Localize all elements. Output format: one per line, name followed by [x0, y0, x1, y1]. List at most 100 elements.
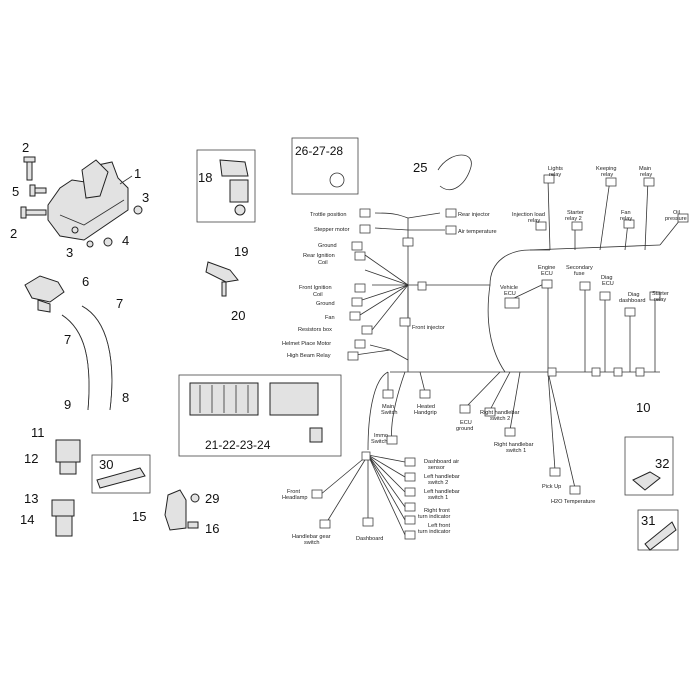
connector-label-c_pickup: Pick Up — [542, 484, 561, 490]
connector-label-c_frontcoil2: Coil — [313, 292, 323, 298]
hose-outline — [61, 314, 90, 411]
part-number-p9: 9 — [64, 397, 71, 412]
connector-label-c_lights2: relay — [549, 172, 561, 178]
connector-label-c_dashair2: sensor — [428, 465, 445, 471]
part-number-p16: 16 — [205, 521, 219, 536]
connector-label-c_h2o: H2O Temperature — [551, 499, 595, 505]
part-26-28-box — [291, 137, 359, 195]
connector-label-c_fhead1: Front — [287, 489, 301, 495]
connector-label-c_frontinj: Front injector — [412, 325, 445, 331]
connector-label-c_stepper: Stepper motor — [314, 227, 350, 233]
connector-label-c_ground2: Ground — [316, 301, 335, 307]
hose-outline — [81, 305, 113, 411]
connector-part — [24, 275, 65, 313]
part-number-p7b: 7 — [64, 332, 71, 347]
fuse-part — [309, 427, 323, 443]
connector-label-c_airtemp: Air temperature — [458, 229, 497, 235]
cable-tie-part — [437, 154, 472, 191]
part-number-p10: 10 — [636, 400, 650, 415]
connector-label-c_lhs1a: Left handlebar — [424, 489, 460, 495]
connector-label-c_lights1: Lights — [548, 166, 563, 172]
part-number-p31: 31 — [641, 513, 655, 528]
part-number-p18: 18 — [198, 170, 212, 185]
connector-label-c_starter2b: relay 2 — [565, 216, 582, 222]
connector-label-c_main1: Main — [639, 166, 651, 172]
relay-part — [55, 439, 81, 475]
connector-label-c_starter1a: Starter — [652, 291, 669, 297]
connector-label-c_rearinj: Rear injector — [458, 212, 490, 218]
connector-label-c_vecu1: Vehicle — [500, 285, 518, 291]
strap-part — [644, 521, 677, 551]
connector-label-c_fanrelay1: Fan — [621, 210, 631, 216]
connector-label-c_heated2: Handgrip — [414, 410, 437, 416]
part-number-p3b: 3 — [66, 245, 73, 260]
connector-label-c_keeping2: relay — [601, 172, 613, 178]
part-number-p29: 29 — [205, 491, 219, 506]
fuse-holder-part — [269, 382, 319, 416]
sensor-part — [219, 159, 249, 216]
part-number-p20: 20 — [231, 308, 245, 323]
connector-label-c_dashboard: Dashboard — [356, 536, 383, 542]
connector-label-c_immo1: Immo — [374, 433, 388, 439]
part-number-p6: 6 — [82, 274, 89, 289]
part-number-p2124: 21-22-23-24 — [205, 438, 271, 452]
connector-label-c_dashair1: Dashboard air — [424, 459, 459, 465]
sensor-part — [632, 471, 661, 491]
connector-label-c_lturn2: turn indicator — [418, 529, 450, 535]
connector-label-c_secfuse2: fuse — [574, 271, 585, 277]
mount-bracket-part — [47, 159, 129, 241]
connector-label-c_mainsw1: Main — [382, 404, 394, 410]
fuse-block-slots — [199, 385, 249, 413]
connector-label-c_starter2a: Starter — [567, 210, 584, 216]
connector-label-c_diagdash2: dashboard — [619, 298, 645, 304]
nut-part — [190, 493, 200, 503]
part-number-p5: 5 — [12, 184, 19, 199]
connector-label-c_lhs2b: switch 2 — [428, 480, 448, 486]
connector-label-c_fanrelay2: relay — [620, 216, 632, 222]
connector-label-c_rearcoil1: Rear Ignition — [303, 253, 335, 259]
part-number-p11: 11 — [31, 425, 45, 440]
part-number-p25: 25 — [413, 160, 427, 175]
connector-label-c_diagecu1: Diag — [601, 275, 613, 281]
part-number-p12: 12 — [24, 451, 38, 466]
washer-part — [86, 240, 94, 248]
connector-label-c_ecugnd2: ground — [456, 426, 473, 432]
connector-label-c_starter1b: relay — [654, 297, 666, 303]
connector-label-c_rhs1b: switch 1 — [506, 448, 526, 454]
part-number-p2a: 2 — [22, 140, 29, 155]
connector-label-c_lhs1b: switch 1 — [428, 495, 448, 501]
connector-label-c_ground1: Ground — [318, 243, 337, 249]
gasket-part — [96, 467, 146, 489]
connector-label-c_rturn1: Right front — [424, 508, 450, 514]
connector-boxes — [311, 174, 689, 540]
connector-label-c_rhs2a: Right handlebar — [480, 410, 520, 416]
connector-label-c_diagecu2: ECU — [602, 281, 614, 287]
part-number-p8: 8 — [122, 390, 129, 405]
connector-label-c_main2: relay — [640, 172, 652, 178]
part-number-p4: 4 — [122, 233, 129, 248]
part-number-p13: 13 — [24, 491, 38, 506]
part-number-p7a: 7 — [116, 296, 123, 311]
part-number-p2628: 26-27-28 — [295, 144, 343, 158]
connector-label-c_oil2: pressure — [665, 216, 687, 222]
connector-label-c_throttle: Trottle position — [310, 212, 346, 218]
connector-label-c_heated1: Heated — [417, 404, 435, 410]
connector-label-c_eecu2: ECU — [541, 271, 553, 277]
part-number-p19: 19 — [234, 244, 248, 259]
connector-label-c_rhs2b: switch 2 — [490, 416, 510, 422]
bracket-part — [164, 489, 187, 531]
connector-label-c_immo2: Switch — [371, 439, 387, 445]
connector-label-c_mainsw2: Switch — [381, 410, 397, 416]
part-number-p3a: 3 — [142, 190, 149, 205]
hose-part — [81, 305, 113, 411]
part-number-p15: 15 — [132, 509, 146, 524]
connector-label-c_fan: Fan — [325, 315, 335, 321]
connector-label-c_ecugnd1: ECU — [460, 420, 472, 426]
bolt-part — [187, 521, 199, 529]
nut-part — [103, 237, 113, 247]
hose-part — [61, 314, 90, 411]
connector-label-c_vecu2: ECU — [504, 291, 516, 297]
connector-label-c_secfuse1: Secondary — [566, 265, 593, 271]
